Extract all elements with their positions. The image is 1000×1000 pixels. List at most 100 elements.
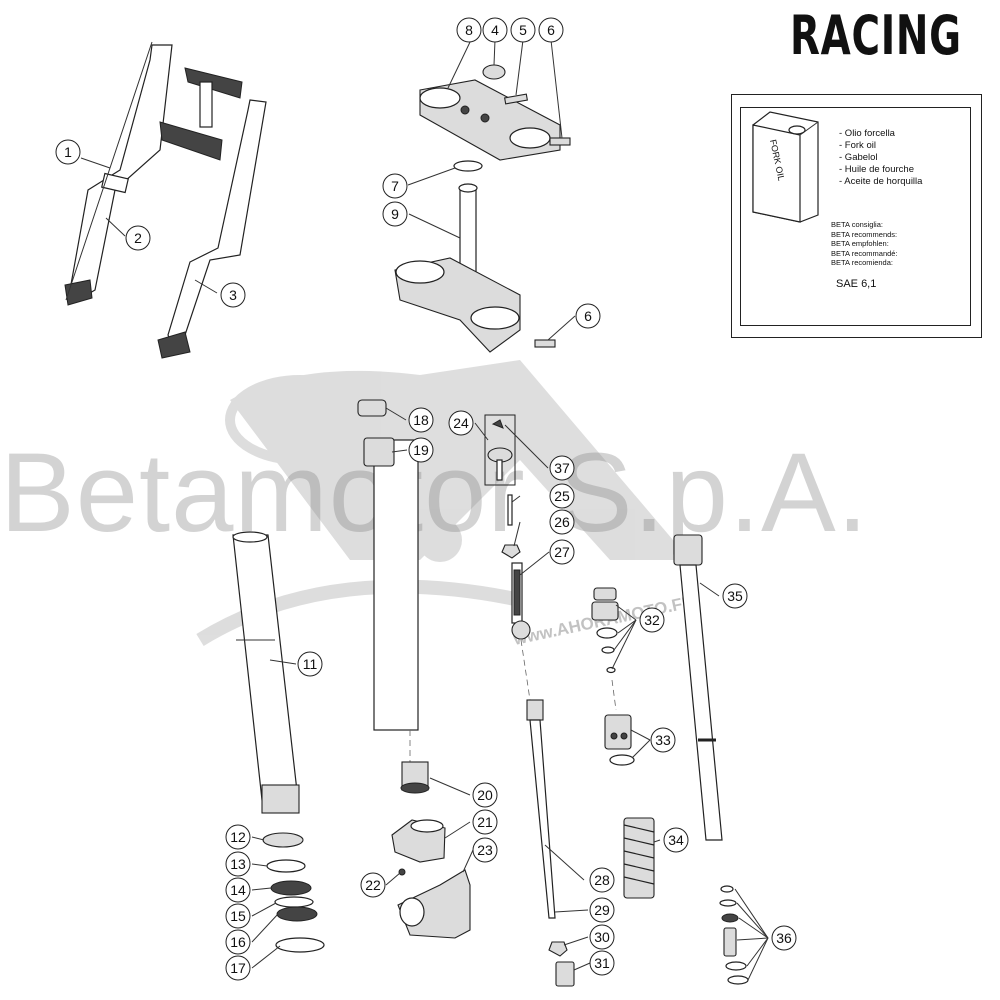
oil-name-list: - Olio forcella - Fork oil - Gabelol - H…: [839, 128, 922, 188]
callout-circle: [225, 824, 251, 850]
end-cap-31: [555, 961, 575, 987]
callout-circle: [297, 651, 323, 677]
watermark-site: www.AHORAMOTO.FR: [511, 592, 696, 649]
callout-c4: 4: [482, 17, 508, 43]
cartridge-base-20: [400, 761, 430, 794]
callout-c28: 28: [589, 867, 615, 893]
callout-circle: [510, 17, 536, 43]
callout-circle: [549, 509, 575, 535]
callout-label: 31: [594, 955, 610, 971]
callout-c34: 34: [663, 827, 689, 853]
callout-c24: 24: [448, 410, 474, 436]
callout-c19: 19: [408, 437, 434, 463]
callout-circle: [225, 903, 251, 929]
callout-circle: [472, 837, 498, 863]
steering-stem-lower-clamp: [394, 183, 521, 353]
callout-c11: 11: [297, 651, 323, 677]
callout-label: 33: [655, 732, 671, 748]
watermark-text: Betamotor S.p.A.: [0, 430, 869, 555]
callout-c12: 12: [225, 824, 251, 850]
callout-circle: [472, 782, 498, 808]
clip-15: [274, 896, 314, 908]
callout-circle: [225, 929, 251, 955]
callout-circle: [771, 925, 797, 951]
cartridge-tube-35: [673, 534, 723, 841]
callout-circle: [549, 539, 575, 565]
callout-label: 21: [477, 814, 493, 830]
callout-label: 24: [453, 415, 469, 431]
callout-circle: [225, 877, 251, 903]
callout-circle: [589, 867, 615, 893]
bleed-screw-22: [398, 868, 406, 876]
callout-c3: 3: [220, 282, 246, 308]
rod-25: [507, 494, 513, 526]
fork-oil-info-inner: - Olio forcella - Fork oil - Gabelol - H…: [740, 107, 971, 326]
callout-circle: [456, 17, 482, 43]
callout-circle: [549, 455, 575, 481]
oil-recommendation-list: BETA consiglia: BETA recommends: BETA em…: [831, 220, 898, 268]
damper-rod-28: [526, 699, 556, 919]
callout-c25: 25: [549, 483, 575, 509]
upper-triple-clamp: [419, 79, 561, 161]
callout-c18: 18: [408, 407, 434, 433]
callout-c27: 27: [549, 539, 575, 565]
oil-name-item: - Fork oil: [839, 140, 876, 151]
nut-30: [548, 941, 568, 957]
recommendation-item: BETA empfohlen:: [831, 239, 889, 248]
callout-label: 11: [303, 656, 318, 672]
clamp-bolt-6-top: [549, 137, 571, 146]
callout-label: 20: [477, 787, 493, 803]
callout-circle: [589, 950, 615, 976]
oil-name-item: - Huile de fourche: [839, 164, 914, 175]
callout-label: 3: [229, 287, 237, 303]
callout-c22: 22: [360, 872, 386, 898]
inner-tube: [363, 437, 419, 770]
clamp-bolt-6-bottom: [534, 339, 556, 348]
callout-circle: [663, 827, 689, 853]
callout-c6a: 6: [538, 17, 564, 43]
callout-label: 37: [554, 460, 570, 476]
callout-label: 32: [644, 612, 660, 628]
callout-label: 19: [413, 442, 429, 458]
callout-label: 2: [134, 230, 142, 246]
callout-c36: 36: [771, 925, 797, 951]
callout-circle: [225, 851, 251, 877]
callout-circle: [589, 897, 615, 923]
recommendation-item: BETA consiglia:: [831, 220, 883, 229]
recommendation-item: BETA recomienda:: [831, 258, 893, 267]
callout-c26: 26: [549, 509, 575, 535]
page-title: RACING: [790, 4, 962, 67]
callout-c5: 5: [510, 17, 536, 43]
callout-circle: [408, 407, 434, 433]
callout-c8: 8: [456, 17, 482, 43]
callout-label: 28: [594, 872, 610, 888]
callout-c31: 31: [589, 950, 615, 976]
callout-label: 8: [465, 22, 473, 38]
fork-leg-left-assembly: [64, 41, 173, 306]
callout-label: 7: [391, 178, 399, 194]
oil-seal-14: [270, 880, 312, 896]
outer-tube: [232, 531, 300, 814]
callout-c16: 16: [225, 929, 251, 955]
wheel-axle-foot-23: [397, 869, 471, 939]
callout-c1: 1: [55, 139, 81, 165]
callout-label: 23: [477, 842, 493, 858]
callout-label: 5: [519, 22, 527, 38]
compression-valve-33: [604, 714, 635, 766]
fork-spring-34: [623, 817, 655, 899]
callout-label: 25: [554, 488, 570, 504]
oil-grade: SAE 6,1: [836, 278, 877, 290]
callout-label: 14: [230, 882, 246, 898]
callout-c17: 17: [225, 955, 251, 981]
callout-label: 18: [413, 412, 429, 428]
callout-c6b: 6: [575, 303, 601, 329]
callout-circle: [639, 607, 665, 633]
clamp-bolt-5: [504, 93, 528, 105]
callout-label: 6: [547, 22, 555, 38]
callout-circle: [448, 410, 474, 436]
callout-label: 17: [230, 960, 246, 976]
recommendation-item: BETA recommends:: [831, 229, 898, 239]
